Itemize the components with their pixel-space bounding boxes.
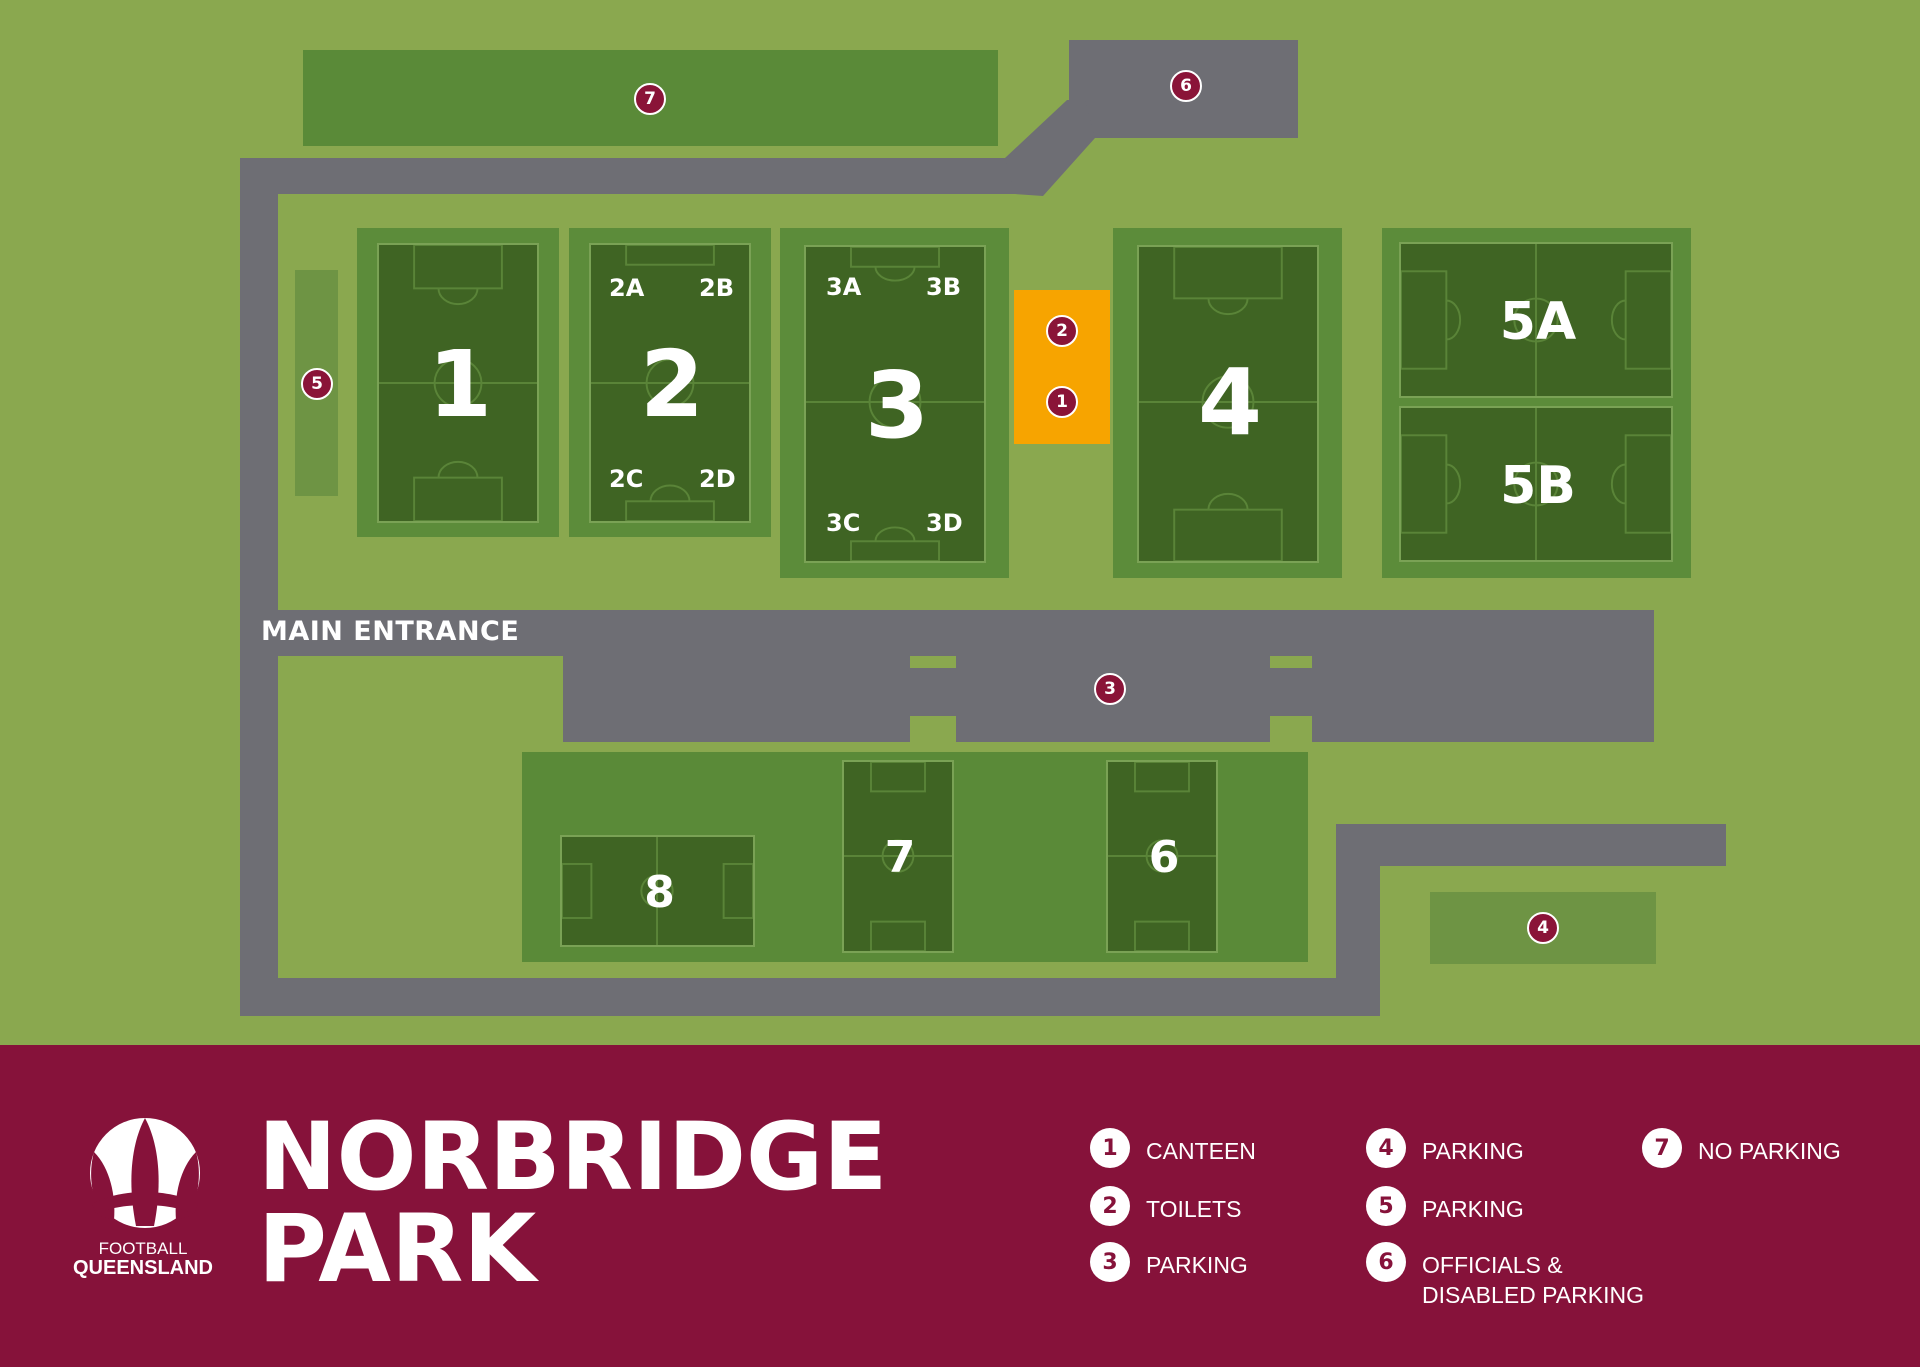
legend-number-3: 3 [1090, 1242, 1130, 1282]
legend-number-7: 7 [1642, 1128, 1682, 1168]
road-top [240, 158, 1015, 194]
pitch-4-label: 4 [1197, 349, 1262, 456]
pitch-2c-label: 2C [609, 465, 644, 493]
pitch-3b-label: 3B [926, 273, 961, 301]
pitch-8-label: 8 [644, 867, 675, 918]
parking-island-2 [1270, 656, 1312, 668]
legend-item-4: 4 PARKING [1366, 1128, 1524, 1168]
park-title-line2: PARK [258, 1195, 537, 1304]
pitch-4[interactable]: 4 [1137, 245, 1319, 563]
legend-label-officials-disabled-parking: OFFICIALS & DISABLED PARKING [1422, 1252, 1644, 1308]
pitch-1[interactable]: 1 [377, 243, 539, 523]
marker-6[interactable]: 6 [1170, 70, 1202, 102]
parking-island-1 [910, 656, 956, 668]
legend-label-toilets: TOILETS [1146, 1196, 1242, 1222]
park-title-line1: NORBRIDGE [258, 1103, 888, 1212]
pitch-5a-label: 5A [1499, 292, 1577, 352]
pitch-2a-label: 2A [609, 274, 645, 302]
legend-item-2: 2 TOILETS [1090, 1186, 1241, 1226]
pitch-5b-label: 5B [1500, 456, 1576, 516]
legend-number-5: 5 [1366, 1186, 1406, 1226]
legend-number-2: 2 [1090, 1186, 1130, 1226]
pitch-3c-label: 3C [826, 509, 861, 537]
legend-item-7: 7 NO PARKING [1642, 1128, 1841, 1168]
park-map: 1 2A 2B 2 2C 2D 3A 3B 3 3C 3D 4 5A 5B 8 [240, 40, 1726, 1016]
pitch-2d-label: 2D [699, 465, 736, 493]
road-left [240, 158, 278, 1016]
pitch-7-label: 7 [884, 832, 916, 883]
legend-label-parking-3: PARKING [1146, 1252, 1248, 1278]
marker-2[interactable]: 2 [1046, 315, 1078, 347]
pitch-3[interactable]: 3A 3B 3 3C 3D [804, 245, 986, 563]
pitch-2-label: 2 [639, 331, 704, 438]
canteen-toilets-building [1014, 290, 1110, 444]
legend-item-6: 6 OFFICIALS & DISABLED PARKING [1366, 1242, 1652, 1310]
legend-item-3: 3 PARKING [1090, 1242, 1248, 1282]
marker-7[interactable]: 7 [634, 83, 666, 115]
legend-number-1: 1 [1090, 1128, 1130, 1168]
legend-item-1: 1 CANTEEN [1090, 1128, 1256, 1168]
parking-island-3 [910, 716, 956, 742]
legend-item-5: 5 PARKING [1366, 1186, 1524, 1226]
main-entrance-road [240, 610, 1654, 656]
road-ramp [1005, 100, 1095, 196]
pitch-2[interactable]: 2A 2B 2 2C 2D [589, 243, 751, 523]
main-entrance-label: MAIN ENTRANCE [261, 616, 520, 647]
marker-3[interactable]: 3 [1094, 673, 1126, 705]
marker-5[interactable]: 5 [301, 368, 333, 400]
football-queensland-logo [90, 1118, 200, 1228]
legend-number-6: 6 [1366, 1242, 1406, 1282]
pitch-2b-label: 2B [699, 274, 734, 302]
legend-label-parking-4: PARKING [1422, 1138, 1524, 1164]
pitch-3d-label: 3D [926, 509, 963, 537]
pitch-6-label: 6 [1148, 832, 1180, 883]
parking-island-4 [1270, 716, 1312, 742]
marker-1[interactable]: 1 [1046, 386, 1078, 418]
legend-label-canteen: CANTEEN [1146, 1138, 1256, 1164]
legend-number-4: 4 [1366, 1128, 1406, 1168]
pitch-6[interactable]: 6 [1106, 760, 1218, 953]
legend-label-parking-5: PARKING [1422, 1196, 1524, 1222]
park-title: NORBRIDGE PARK [258, 1103, 888, 1304]
pitch-5b[interactable]: 5B [1399, 406, 1673, 562]
pitch-3-label: 3 [864, 352, 929, 459]
pitch-5a[interactable]: 5A [1399, 242, 1673, 398]
pitch-3a-label: 3A [826, 273, 862, 301]
pitch-7[interactable]: 7 [842, 760, 954, 953]
road-right-spur [1336, 824, 1726, 866]
logo-text-queensland: QUEENSLAND [72, 1257, 213, 1279]
marker-4[interactable]: 4 [1527, 912, 1559, 944]
pitch-1-label: 1 [427, 331, 492, 438]
pitch-8[interactable]: 8 [560, 835, 755, 947]
logo-text-football: FOOTBALL [98, 1239, 188, 1258]
footer-banner [0, 1045, 1920, 1367]
legend-label-no-parking: NO PARKING [1698, 1138, 1841, 1164]
road-bottom [240, 978, 1380, 1016]
